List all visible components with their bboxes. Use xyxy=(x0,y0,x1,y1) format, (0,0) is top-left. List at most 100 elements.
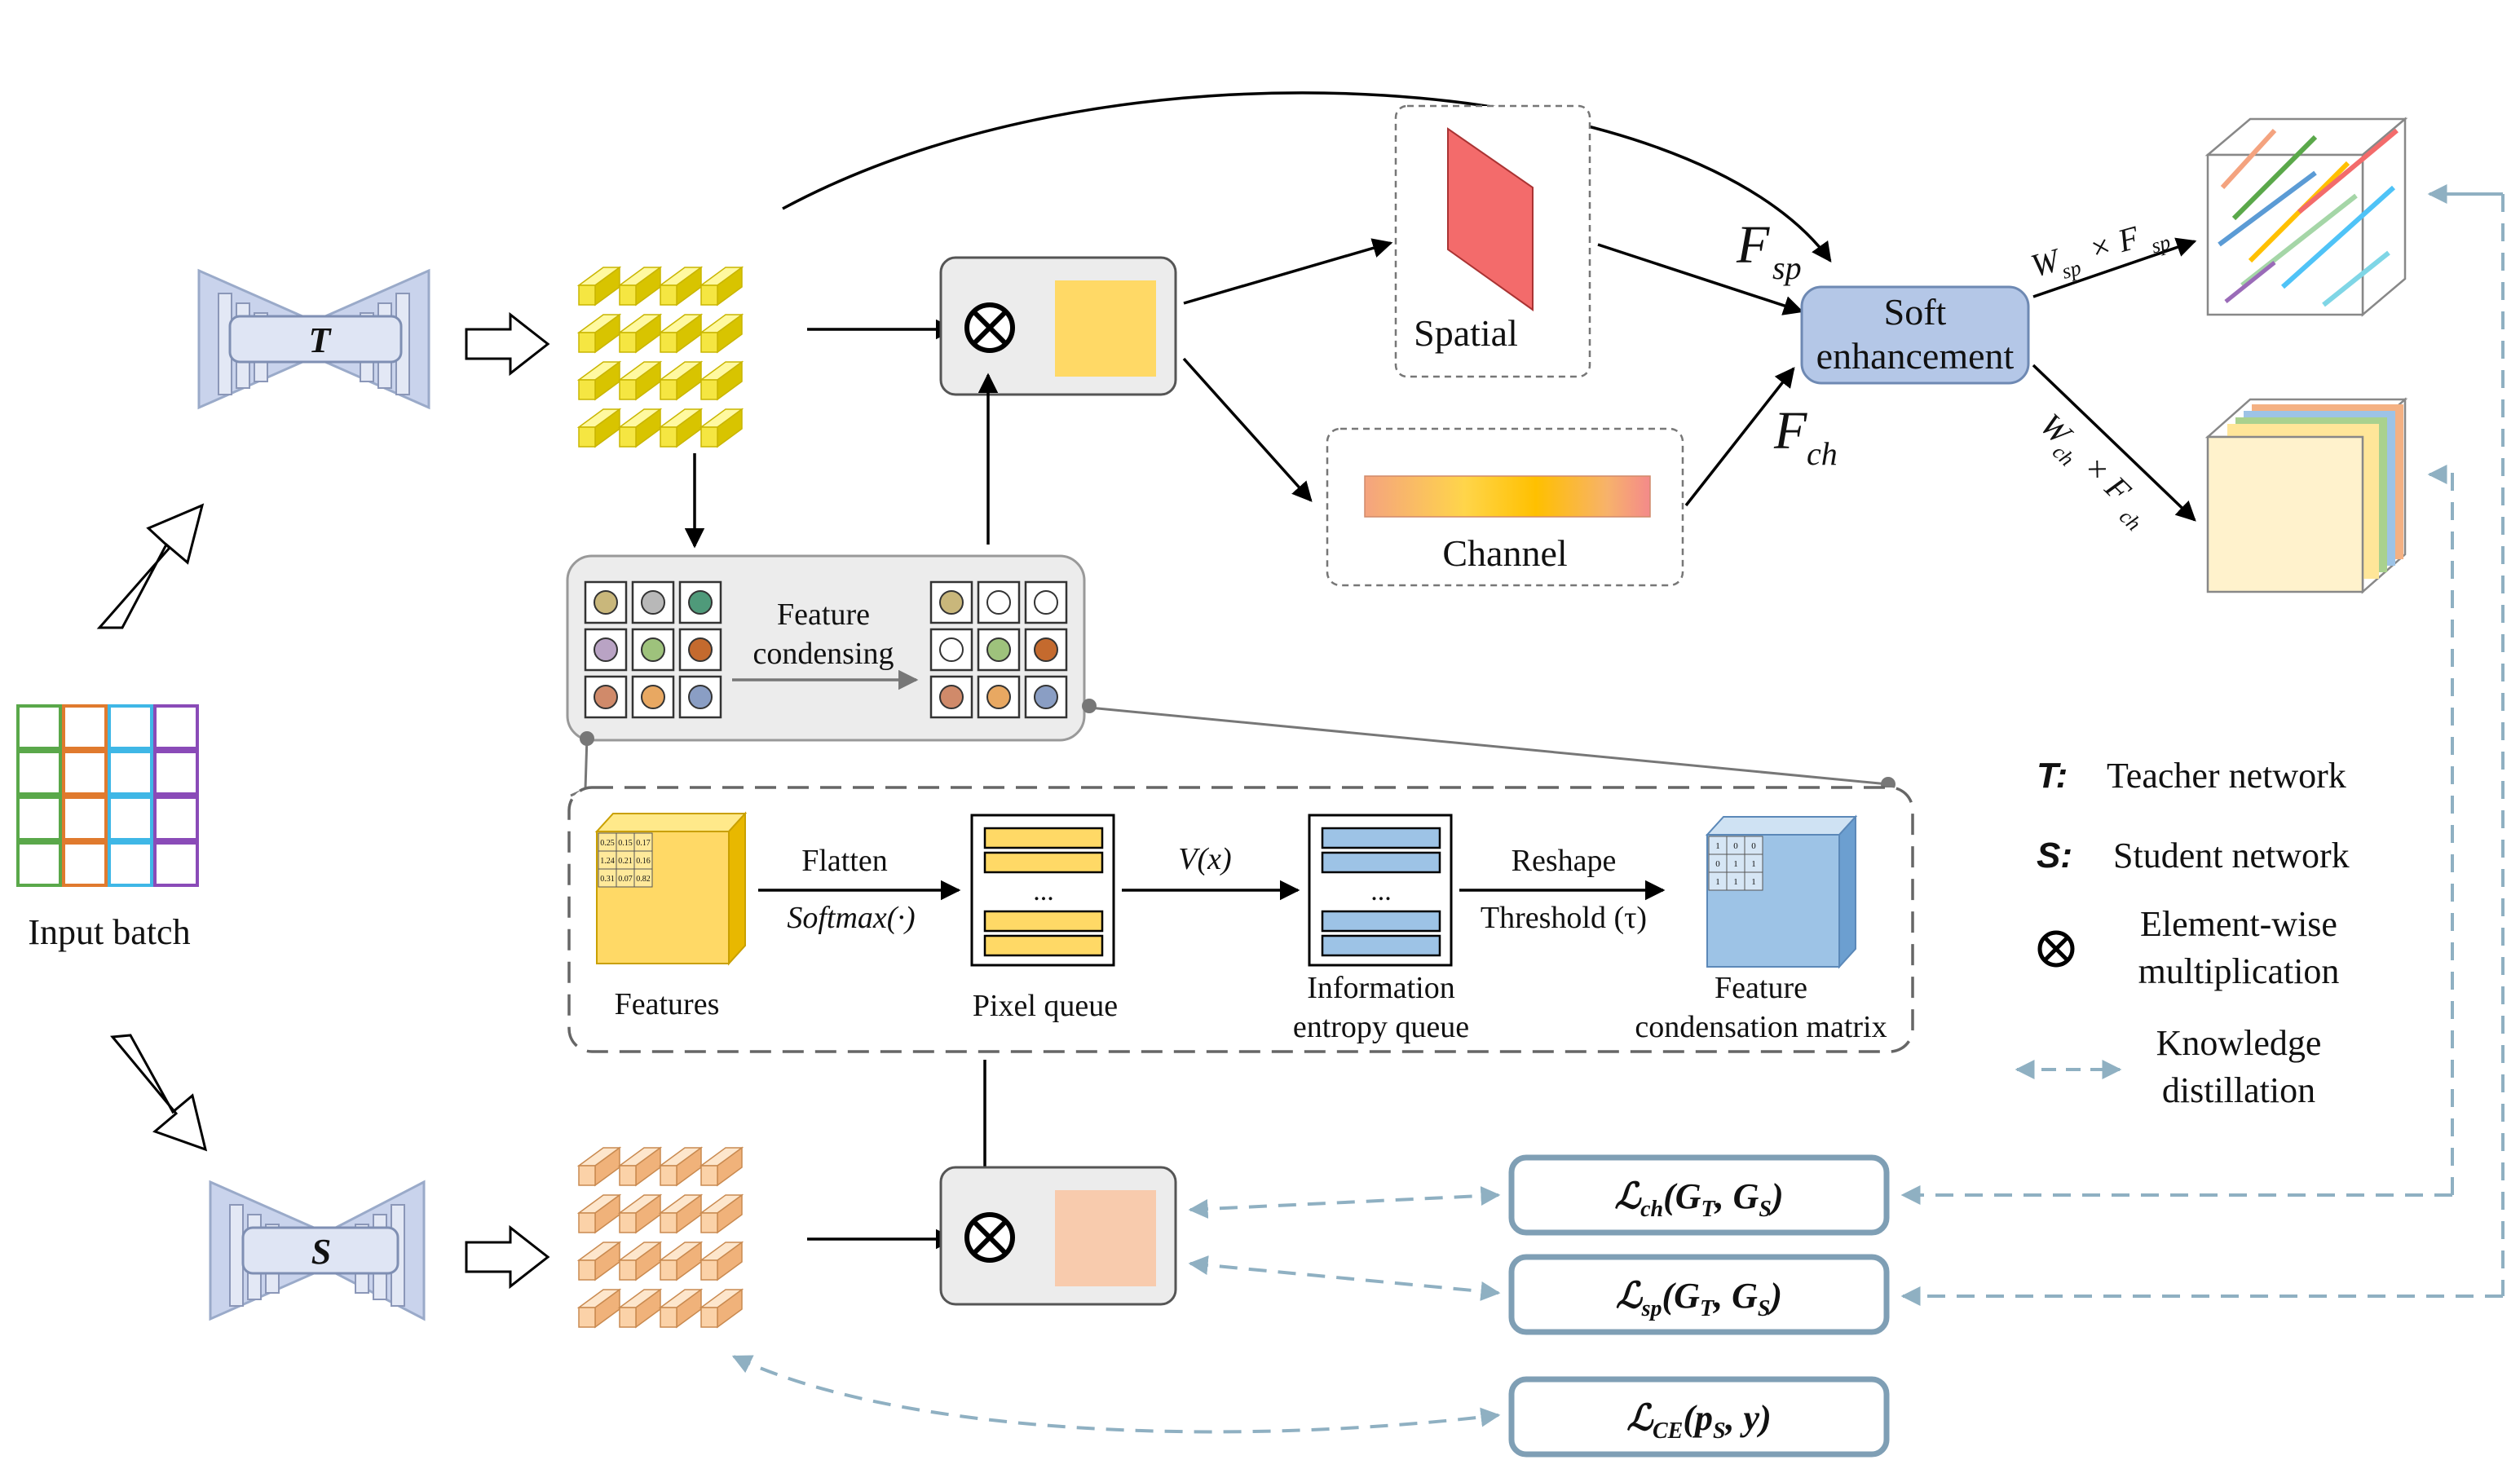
svg-text:0.15: 0.15 xyxy=(618,839,633,848)
input-to-teacher-arrow xyxy=(96,503,205,629)
threshold-label: Threshold (τ) xyxy=(1481,901,1647,935)
loss-ce-box: ℒCE(pS, y) xyxy=(1508,1376,1890,1458)
svg-text:1: 1 xyxy=(1733,877,1738,887)
legend-mult-icon xyxy=(2037,930,2075,968)
svg-text:0: 0 xyxy=(1715,859,1720,869)
student-network-icon: S xyxy=(209,1180,426,1321)
soft-label-2: enhancement xyxy=(1816,335,2015,377)
mult-to-channel-arrow xyxy=(1182,357,1313,502)
soft-to-channel-output-arrow xyxy=(2032,364,2196,522)
svg-text:ℒch(GT, GS): ℒch(GT, GS) xyxy=(1614,1176,1783,1222)
teacher-feature-block xyxy=(578,267,743,448)
svg-text:F: F xyxy=(1773,401,1807,461)
legend: T: Teacher network S: Student network El… xyxy=(2015,756,2350,1110)
svg-text:ℒsp(GT, GS): ℒsp(GT, GS) xyxy=(1616,1276,1782,1321)
w-sp-label: W sp × F sp xyxy=(2027,218,2173,284)
features-value-grid: 0.25 0.15 0.17 1.24 0.21 0.16 0.31 0.07 … xyxy=(598,832,653,888)
fcm-label-2: condensation matrix xyxy=(1635,1010,1887,1044)
condensation-matrix-cube: 1 0 0 0 1 1 1 1 1 xyxy=(1705,814,1858,969)
info-entropy-label-1: Information xyxy=(1307,971,1455,1005)
soft-enhancement-box: Soft enhancement xyxy=(1800,285,2030,385)
svg-text:0: 0 xyxy=(1751,841,1756,851)
svg-text:W: W xyxy=(2033,406,2081,453)
legend-kd-text-1: Knowledge xyxy=(2156,1023,2322,1063)
svg-text:1: 1 xyxy=(1715,841,1720,851)
softmax-label: Softmax(·) xyxy=(787,901,915,935)
svg-text:0.17: 0.17 xyxy=(636,839,651,848)
spatial-label: Spatial xyxy=(1414,312,1518,354)
svg-text:sp: sp xyxy=(2148,230,2173,258)
svg-text:0: 0 xyxy=(1733,841,1738,851)
info-entropy-queue: ... xyxy=(1308,814,1453,967)
feature-condensing-box: Feature condensing xyxy=(566,554,1086,742)
matrix-value-grid: 1 0 0 0 1 1 1 1 1 xyxy=(1708,836,1763,891)
teacher-letter: T xyxy=(309,320,333,360)
condensation-detail-box: 0.25 0.15 0.17 1.24 0.21 0.16 0.31 0.07 … xyxy=(567,786,1914,1053)
reshape-label: Reshape xyxy=(1512,844,1617,878)
condense-grid-left xyxy=(584,580,722,719)
info-entropy-label-2: entropy queue xyxy=(1293,1010,1469,1044)
legend-t-key: T: xyxy=(2037,756,2068,796)
input-batch: Input batch xyxy=(16,704,199,952)
svg-text:1: 1 xyxy=(1733,859,1738,869)
w-ch-label: W ch × F ch xyxy=(2033,406,2146,536)
teacher-attention-square xyxy=(1055,280,1156,377)
loss-sp-box: ℒsp(GT, GS) xyxy=(1508,1254,1890,1335)
channel-box: Channel xyxy=(1326,427,1684,587)
svg-text:1: 1 xyxy=(1715,877,1720,887)
skip-arrow xyxy=(782,91,1832,262)
features-label: Features xyxy=(615,987,720,1021)
pixel-queue: ... xyxy=(970,814,1115,967)
teacher-network-icon: T xyxy=(197,268,430,410)
kd-arrow-to-channel-output xyxy=(2427,465,2454,1195)
teacher-to-features-arrow xyxy=(465,311,550,377)
input-to-student-arrow xyxy=(110,1034,208,1152)
spatial-attention-shape xyxy=(1447,127,1534,311)
spatial-output-cube xyxy=(2204,117,2408,317)
channel-to-soft-arrow xyxy=(1684,367,1795,507)
channel-output-cube xyxy=(2204,397,2408,594)
kd-arrow-loss-sp xyxy=(1188,1255,1501,1301)
svg-text:0.82: 0.82 xyxy=(636,875,651,884)
zoom-line-right xyxy=(1088,706,1889,786)
svg-text:...: ... xyxy=(1370,876,1392,906)
svg-text:F: F xyxy=(1736,215,1770,275)
svg-text:sp: sp xyxy=(2059,256,2084,284)
kd-arrow-loss-ce xyxy=(731,1355,1501,1434)
svg-text:ℒCE(pS, y): ℒCE(pS, y) xyxy=(1626,1398,1771,1444)
teacher-mult-box xyxy=(939,256,1177,396)
features-cube: 0.25 0.15 0.17 1.24 0.21 0.16 0.31 0.07 … xyxy=(594,811,748,966)
channel-attention-bar xyxy=(1364,475,1651,518)
pixel-queue-label: Pixel queue xyxy=(973,989,1118,1023)
zoom-line-left xyxy=(570,736,589,797)
svg-text:ch: ch xyxy=(2115,505,2146,536)
flatten-label: Flatten xyxy=(801,844,888,878)
mult-to-spatial-arrow xyxy=(1183,238,1393,305)
vx-label: V(x) xyxy=(1178,842,1231,876)
input-batch-label: Input batch xyxy=(28,912,190,952)
fcm-label-1: Feature xyxy=(1715,971,1807,1005)
channel-label: Channel xyxy=(1442,532,1567,574)
student-to-features-arrow xyxy=(465,1224,550,1290)
legend-mult-text-1: Element-wise xyxy=(2140,904,2337,944)
svg-text:...: ... xyxy=(1033,876,1054,906)
svg-text:0.16: 0.16 xyxy=(636,857,651,866)
f-sp-label: F sp xyxy=(1736,215,1802,286)
condense-grid-right xyxy=(929,580,1068,719)
input-grid xyxy=(16,704,199,887)
svg-text:1.24: 1.24 xyxy=(600,857,615,866)
legend-s-text: Student network xyxy=(2113,836,2350,876)
student-feature-block xyxy=(578,1147,743,1328)
svg-text:sp: sp xyxy=(1772,249,1802,286)
zoom-dot-left xyxy=(580,731,594,746)
legend-s-key: S: xyxy=(2037,836,2072,876)
svg-text:× F: × F xyxy=(2085,218,2143,267)
legend-kd-text-2: distillation xyxy=(2162,1070,2315,1110)
svg-text:ch: ch xyxy=(1807,435,1838,472)
student-attention-square xyxy=(1055,1190,1156,1286)
svg-text:0.21: 0.21 xyxy=(618,857,633,866)
legend-t-text: Teacher network xyxy=(2107,756,2346,796)
spatial-box: Spatial xyxy=(1394,104,1591,378)
svg-text:1: 1 xyxy=(1751,877,1756,887)
